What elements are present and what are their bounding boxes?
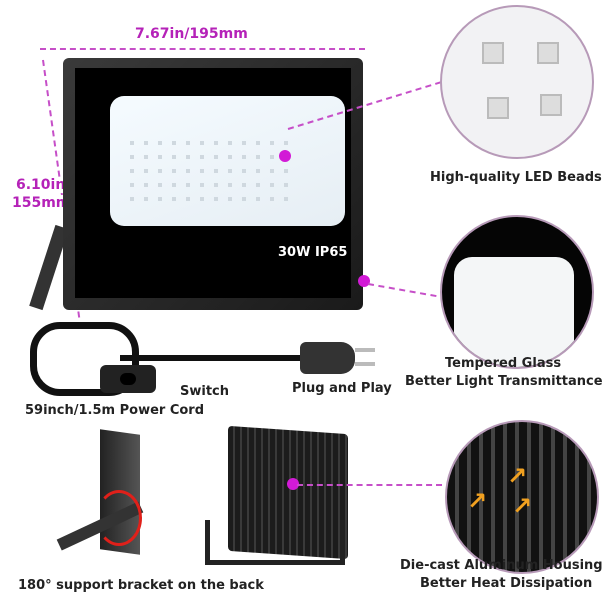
led-bead bbox=[158, 197, 162, 201]
led-bead bbox=[200, 155, 204, 159]
led-bead bbox=[242, 197, 246, 201]
feature-circle-tempered-glass bbox=[440, 215, 594, 369]
led-bead bbox=[158, 155, 162, 159]
led-bead bbox=[200, 183, 204, 187]
heat-callout-dot bbox=[287, 478, 299, 490]
rating-label: 30W IP65 bbox=[278, 245, 348, 260]
led-bead bbox=[186, 197, 190, 201]
led-bead bbox=[242, 169, 246, 173]
led-bead bbox=[284, 141, 288, 145]
led-bead bbox=[284, 183, 288, 187]
feature-circle-led-beads bbox=[440, 5, 594, 159]
led-bead bbox=[186, 183, 190, 187]
feature-label-1a: Tempered Glass bbox=[445, 356, 562, 371]
width-dimension-line bbox=[40, 48, 365, 50]
led-bead bbox=[214, 169, 218, 173]
heat-arrow-icon: ↗ bbox=[467, 487, 488, 515]
led-bead bbox=[172, 155, 176, 159]
led-bead bbox=[172, 197, 176, 201]
led-bead bbox=[144, 169, 148, 173]
led-bead bbox=[228, 197, 232, 201]
led-bead bbox=[270, 183, 274, 187]
glass-callout-dot bbox=[358, 275, 370, 287]
inline-switch bbox=[100, 365, 156, 393]
led-bead bbox=[270, 169, 274, 173]
heat-arrow-icon: ↗ bbox=[512, 492, 533, 520]
power-cord bbox=[120, 355, 320, 361]
led-bead bbox=[158, 169, 162, 173]
led-bead bbox=[270, 197, 274, 201]
floodlight-glass bbox=[110, 96, 345, 226]
led-bead bbox=[228, 155, 232, 159]
feature-label-2b: Better Heat Dissipation bbox=[420, 576, 593, 591]
switch-label: Switch bbox=[180, 384, 230, 399]
feature-label-2a: Die-cast Aluminum Housing bbox=[400, 558, 603, 573]
led-bead bbox=[200, 169, 204, 173]
heat-callout-line bbox=[297, 484, 442, 486]
led-bead bbox=[186, 169, 190, 173]
led-bead bbox=[256, 155, 260, 159]
back-view-bracket bbox=[205, 520, 345, 565]
led-bead bbox=[144, 183, 148, 187]
led-bead bbox=[242, 155, 246, 159]
rotation-arrow-icon bbox=[96, 490, 142, 546]
glass-callout-line bbox=[367, 283, 447, 299]
height-dimension-label-mm: 155mm bbox=[12, 195, 71, 211]
plug bbox=[300, 342, 355, 374]
heat-sink-icon: ↗ bbox=[507, 462, 528, 490]
led-bead bbox=[256, 183, 260, 187]
floodlight-housing: 30W IP65 bbox=[63, 58, 363, 310]
led-beads-icon bbox=[482, 42, 562, 122]
height-dimension-label-in: 6.10in bbox=[16, 177, 66, 193]
led-bead bbox=[172, 141, 176, 145]
switch-rocker-icon bbox=[120, 373, 136, 385]
feature-label-0: High-quality LED Beads bbox=[430, 170, 602, 185]
led-bead bbox=[214, 197, 218, 201]
led-callout-dot bbox=[279, 150, 291, 162]
cord-label: 59inch/1.5m Power Cord bbox=[25, 403, 205, 418]
led-bead bbox=[214, 155, 218, 159]
led-bead bbox=[144, 155, 148, 159]
width-dimension-label: 7.67in/195mm bbox=[135, 26, 248, 42]
led-bead bbox=[172, 169, 176, 173]
led-bead bbox=[270, 141, 274, 145]
tempered-glass-icon bbox=[454, 257, 574, 367]
led-bead bbox=[228, 183, 232, 187]
led-bead bbox=[200, 197, 204, 201]
led-bead bbox=[186, 155, 190, 159]
led-bead bbox=[130, 197, 134, 201]
led-bead bbox=[130, 141, 134, 145]
plug-label: Plug and Play bbox=[292, 381, 392, 396]
bracket-label: 180° support bracket on the back bbox=[18, 578, 264, 593]
led-bead bbox=[256, 197, 260, 201]
led-bead bbox=[186, 141, 190, 145]
led-bead bbox=[158, 141, 162, 145]
led-bead bbox=[214, 183, 218, 187]
led-bead bbox=[130, 155, 134, 159]
led-bead bbox=[172, 183, 176, 187]
led-bead bbox=[144, 141, 148, 145]
led-bead bbox=[228, 169, 232, 173]
led-bead bbox=[200, 141, 204, 145]
led-bead bbox=[256, 169, 260, 173]
led-bead bbox=[242, 141, 246, 145]
led-bead bbox=[284, 197, 288, 201]
led-array bbox=[130, 141, 300, 211]
led-bead bbox=[130, 169, 134, 173]
led-bead bbox=[270, 155, 274, 159]
plug-prongs-icon bbox=[355, 348, 375, 352]
led-bead bbox=[242, 183, 246, 187]
led-bead bbox=[158, 183, 162, 187]
led-bead bbox=[256, 141, 260, 145]
feature-label-1b: Better Light Transmittance bbox=[405, 374, 603, 389]
led-bead bbox=[214, 141, 218, 145]
led-bead bbox=[284, 169, 288, 173]
led-bead bbox=[144, 197, 148, 201]
led-bead bbox=[130, 183, 134, 187]
feature-circle-heat-sink: ↗ ↗ ↗ bbox=[445, 420, 599, 574]
led-bead bbox=[228, 141, 232, 145]
